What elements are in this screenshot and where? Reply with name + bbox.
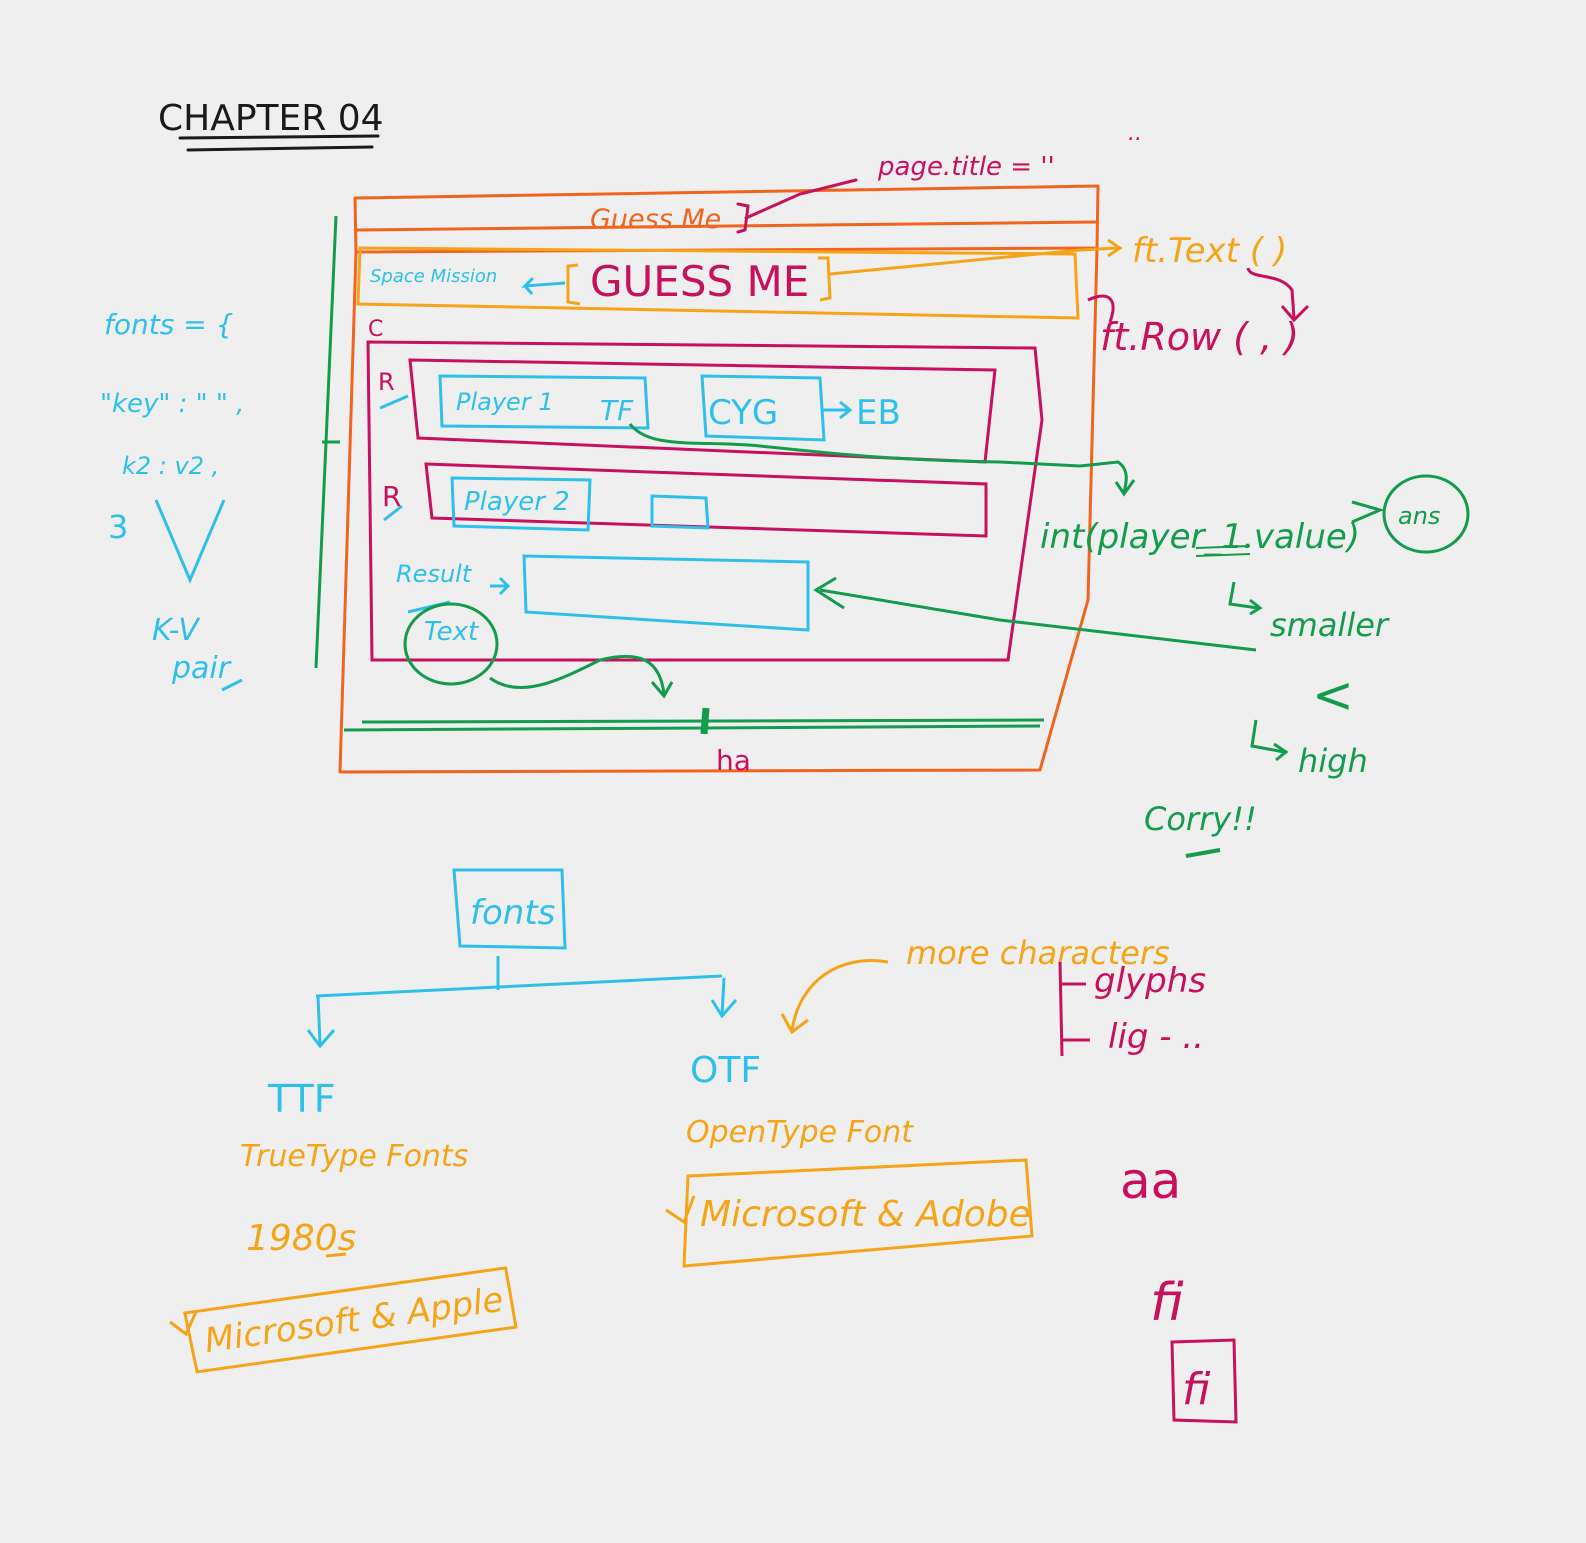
- glyphs-label: glyphs: [1094, 961, 1206, 1001]
- title-underline: [178, 134, 380, 152]
- aa-example: aa: [1120, 1152, 1181, 1210]
- heading-text: GUESS ME: [590, 257, 809, 306]
- kv-pair-line1: K-V: [152, 613, 201, 648]
- row2-marker: R: [382, 480, 401, 513]
- smaller-to-result-arrow: [813, 576, 1257, 652]
- high-branch: [1250, 719, 1289, 762]
- ttf-abbr: TTF: [267, 1077, 336, 1121]
- result-arrow: [490, 576, 511, 596]
- page-title-note: page.title = '': [877, 152, 1055, 182]
- int-expression: int(player_1.value): [1040, 517, 1360, 557]
- fonts-root-box: [452, 868, 567, 950]
- otf-abbr: OTF: [690, 1050, 761, 1091]
- dict-close: 3: [108, 508, 128, 546]
- eb-label: EB: [856, 393, 901, 433]
- smaller-label: smaller: [1270, 606, 1390, 644]
- tf-label: TF: [600, 394, 634, 427]
- heading-row-box: [356, 246, 1080, 320]
- heading-brackets: [566, 256, 832, 306]
- ans-circle: [1382, 474, 1470, 554]
- dict-k2-line: k2 : v2 ,: [122, 452, 219, 480]
- title-arrow: [736, 178, 858, 234]
- fi-ligature-box: [1170, 1338, 1238, 1424]
- player1-label: Player 1: [456, 388, 554, 416]
- window-title: Guess Me: [590, 204, 721, 235]
- dict-key-line: "key" : " " ,: [100, 389, 244, 419]
- left-bracket: [314, 215, 340, 669]
- ft-text-note: ft.Text ( ): [1132, 231, 1287, 271]
- stray-quotes: ..: [1128, 121, 1142, 146]
- lig-label: lig - ..: [1108, 1017, 1204, 1057]
- ft-text-to-row-arrow: [1246, 267, 1310, 323]
- ttf-makers-group: Microsoft & Apple: [183, 1266, 518, 1374]
- player2-textfield: [450, 476, 592, 532]
- otf-name: OpenType Font: [686, 1115, 914, 1150]
- dict-funnel-arrow: [154, 499, 226, 584]
- column-box: [366, 340, 1044, 662]
- chapter-title: CHAPTER 04: [158, 98, 384, 139]
- ft-row-arrow: [1087, 294, 1115, 323]
- otf-makers-tick: [665, 1195, 696, 1225]
- ft-text-arrow: [829, 246, 1119, 276]
- text-label: Text: [424, 617, 479, 647]
- correct-label: Corry!!: [1144, 800, 1257, 838]
- more-characters: more characters: [906, 934, 1170, 972]
- player2-label: Player 2: [464, 487, 570, 517]
- fi-ligature: fi: [1182, 1364, 1211, 1415]
- row2-box: [424, 462, 988, 538]
- row2-small-button: [650, 494, 710, 530]
- ft-row-note: ft.Row ( , ): [1100, 315, 1299, 359]
- smaller-branch: [1228, 581, 1263, 616]
- dict-open: fonts = {: [104, 308, 233, 341]
- ans-label: ans: [1398, 502, 1440, 530]
- kv-underline: [221, 678, 243, 692]
- row1-marker: R: [378, 368, 395, 396]
- slider-track: [343, 718, 1045, 732]
- result-label: Result: [396, 560, 473, 588]
- kv-pair-line2: pair: [171, 651, 232, 686]
- cyg-arrow: [822, 400, 853, 420]
- high-label: high: [1298, 742, 1368, 780]
- glyphs-bracket: [1058, 961, 1090, 1057]
- ttf-name: TrueType Fonts: [240, 1139, 468, 1174]
- space-mission-arrow: [521, 276, 566, 295]
- space-mission-label: Space Mission: [370, 266, 497, 287]
- player1-to-int-arrow: [628, 423, 1136, 497]
- otf-makers: Microsoft & Adobe: [700, 1194, 1031, 1235]
- cyg-button-label: CYG: [708, 393, 778, 433]
- less-than-sign: <: [1312, 666, 1354, 724]
- column-marker: C: [368, 317, 383, 342]
- text-to-slider-arrow: [489, 654, 674, 699]
- ft-text-arrowhead: [1107, 238, 1123, 258]
- correct-underline: [1185, 848, 1221, 858]
- cyg-button-box: [700, 374, 826, 442]
- ttf-makers-box: [183, 1266, 518, 1374]
- fi-example: fi: [1150, 1273, 1184, 1333]
- fonts-root-label: fonts: [470, 893, 555, 933]
- result-box: [522, 554, 810, 632]
- more-characters-arrow: [780, 959, 889, 1035]
- row1-pointer: [379, 394, 409, 410]
- ttf-year: 1980s: [246, 1218, 356, 1259]
- fonts-tree-branches: [306, 956, 738, 1049]
- row2-pointer: [383, 504, 403, 522]
- text-circle: [403, 602, 499, 686]
- int-underline: [1195, 545, 1251, 557]
- otf-makers-box: [682, 1158, 1034, 1268]
- ans-arrow: [1351, 500, 1385, 524]
- ttf-year-underline: [325, 1252, 347, 1258]
- player1-textfield: [438, 374, 650, 430]
- ttf-makers-tick: [169, 1311, 198, 1337]
- ha-label: ha: [716, 744, 751, 777]
- slider-thumb: [700, 707, 710, 735]
